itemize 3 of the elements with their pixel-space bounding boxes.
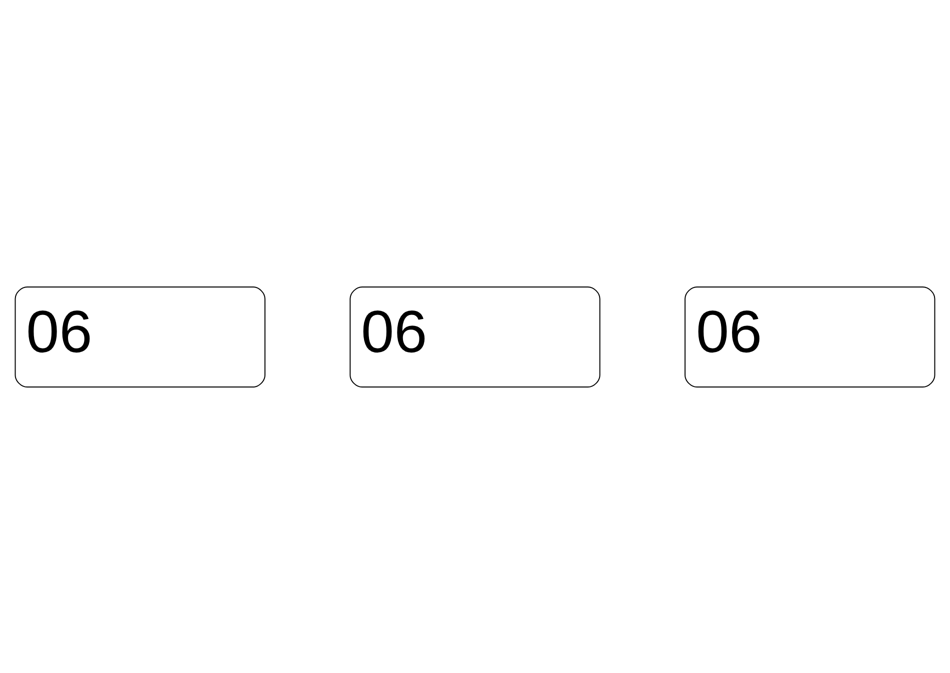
node-box: 06 bbox=[350, 286, 600, 388]
node-box: 06 bbox=[684, 286, 936, 388]
node-box: 06 bbox=[14, 286, 266, 388]
